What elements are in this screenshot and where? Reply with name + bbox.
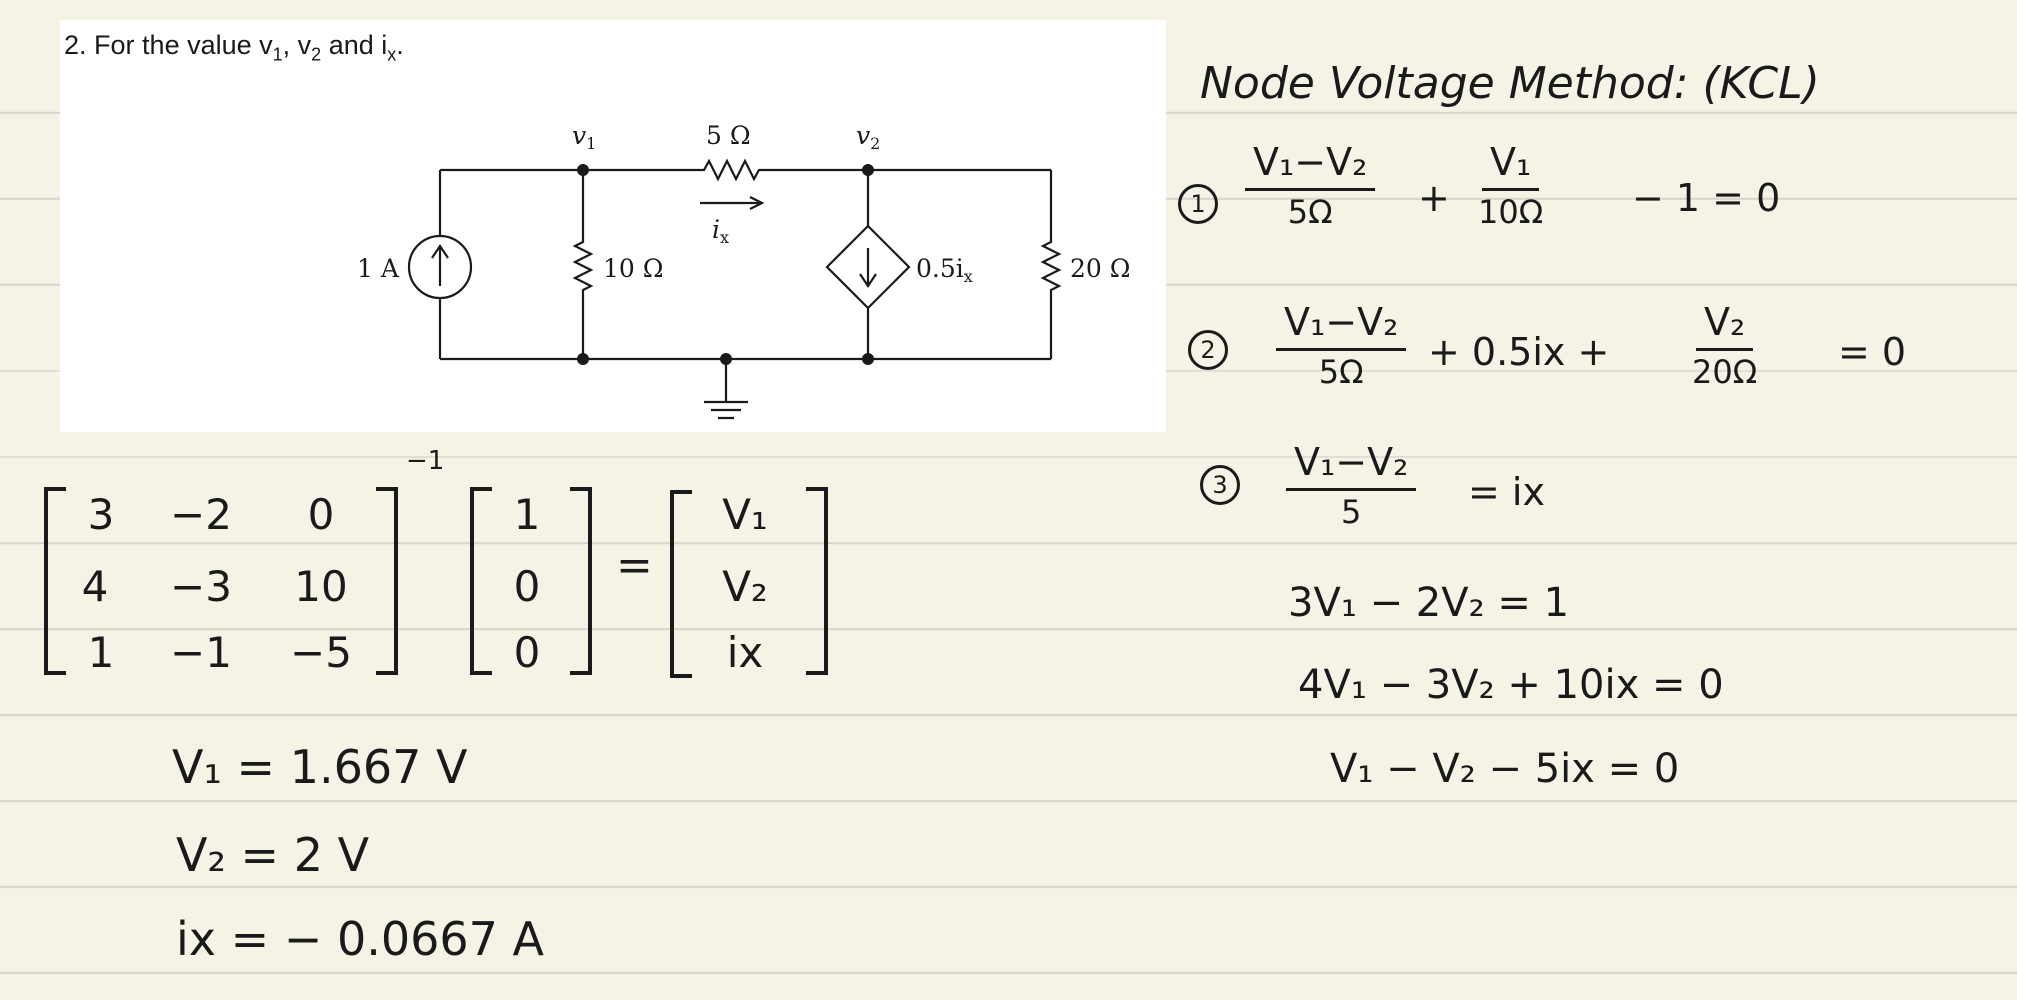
eq3-denominator: 5 xyxy=(1340,493,1362,531)
matrix-a-cell: 10 xyxy=(294,562,348,611)
node-dot xyxy=(862,164,874,176)
eq1-fraction-1: V₁−V₂ 5Ω xyxy=(1245,140,1376,231)
matrix-a-cell: 0 xyxy=(307,490,335,539)
label-20-ohm: 20 Ω xyxy=(1070,254,1131,283)
problem-sub: 2 xyxy=(311,44,322,65)
eq2-denominator-1: 5Ω xyxy=(1318,353,1364,391)
vector-b-left-bracket xyxy=(470,487,492,675)
vector-x-left-bracket xyxy=(670,490,692,678)
label-dep-source: 0.5ix xyxy=(916,254,973,286)
eq1-denominator-2: 10Ω xyxy=(1478,193,1544,231)
arrow-down-icon xyxy=(859,248,877,288)
resistor-10 xyxy=(572,170,594,359)
eq1-marker: 1 xyxy=(1178,184,1218,224)
problem-text-part: , v xyxy=(282,30,312,60)
node-dot xyxy=(577,164,589,176)
eq2-denominator-2: 20Ω xyxy=(1692,353,1758,391)
vector-x-cell: V₁ xyxy=(722,490,768,539)
eq2-numerator-2: V₂ xyxy=(1695,300,1754,351)
vector-x-cell: V₂ xyxy=(722,562,768,611)
matrix-a-left-bracket xyxy=(44,487,66,675)
circuit-diagram: v1 v2 5 Ω ix 1 A 10 Ω 0.5ix 20 Ω xyxy=(357,121,1131,420)
problem-number: 2. xyxy=(64,30,87,60)
eq2-fraction-2: V₂ 20Ω xyxy=(1692,300,1757,391)
eq2-marker: 2 xyxy=(1188,330,1228,370)
eq3-marker: 3 xyxy=(1200,465,1240,505)
label-5-ohm: 5 Ω xyxy=(706,121,751,150)
matrix-a-right-bracket xyxy=(376,487,398,675)
ix-arrow-icon xyxy=(700,196,765,210)
matrix-a-cell: 3 xyxy=(87,490,115,539)
vector-b-right-bracket xyxy=(570,487,592,675)
eq1-fraction-2: V₁ 10Ω xyxy=(1478,140,1543,231)
result-v2: V₂ = 2 V xyxy=(176,828,370,882)
problem-text-part: and i xyxy=(321,30,388,60)
problem-text-part: For the value v xyxy=(94,30,273,60)
node-dot xyxy=(862,353,874,365)
result-ix: ix = − 0.0667 A xyxy=(176,912,544,966)
eq1-denominator-1: 5Ω xyxy=(1287,193,1333,231)
inverse-mark: −1 xyxy=(406,446,445,476)
dependent-source-icon xyxy=(825,224,911,310)
eq1-tail: − 1 = 0 xyxy=(1632,176,1781,220)
resistor-20 xyxy=(1040,170,1062,359)
problem-sub: 1 xyxy=(272,44,283,65)
matrix-a-cell: 4 xyxy=(81,562,109,611)
eq1-plus: + xyxy=(1418,176,1450,220)
eq1-numerator-1: V₁−V₂ xyxy=(1245,140,1376,191)
eq1-numerator-2: V₁ xyxy=(1481,140,1540,191)
problem-text-part: . xyxy=(396,30,404,60)
simplified-eq-2: 4V₁ − 3V₂ + 10ix = 0 xyxy=(1298,662,1724,708)
current-source-icon xyxy=(407,234,473,300)
matrix-equals: = xyxy=(616,540,653,591)
eq3-tail: = ix xyxy=(1468,470,1545,514)
matrix-a-cell: −3 xyxy=(170,562,232,611)
vector-b-cell: 0 xyxy=(513,628,541,677)
problem-sub: x xyxy=(387,44,397,65)
problem-panel: 2. For the value v1, v2 and ix. xyxy=(60,20,1166,432)
simplified-eq-1: 3V₁ − 2V₂ = 1 xyxy=(1288,580,1570,626)
arrow-up-icon xyxy=(431,244,449,286)
matrix-a-cell: 1 xyxy=(87,628,115,677)
label-1a: 1 A xyxy=(357,254,400,283)
eq2-numerator-1: V₁−V₂ xyxy=(1276,300,1407,351)
eq2-mid: + 0.5ix + xyxy=(1428,330,1610,374)
vector-x-cell: ix xyxy=(726,628,764,677)
eq2-tail: = 0 xyxy=(1838,330,1907,374)
eq3-fraction: V₁−V₂ 5 xyxy=(1286,440,1417,531)
node-dot xyxy=(577,353,589,365)
label-10-ohm: 10 Ω xyxy=(603,254,664,283)
label-v1: v1 xyxy=(572,121,596,153)
matrix-a-cell: −5 xyxy=(290,628,352,677)
method-title: Node Voltage Method: (KCL) xyxy=(1200,58,1820,109)
simplified-eq-3: V₁ − V₂ − 5ix = 0 xyxy=(1330,746,1680,792)
vector-b-cell: 1 xyxy=(513,490,541,539)
problem-statement: 2. For the value v1, v2 and ix. xyxy=(64,30,404,65)
label-v2: v2 xyxy=(856,121,880,153)
node-dot xyxy=(720,353,732,365)
vector-b-cell: 0 xyxy=(513,562,541,611)
eq2-fraction-1: V₁−V₂ 5Ω xyxy=(1276,300,1407,391)
matrix-a-cell: −2 xyxy=(170,490,232,539)
ground-icon xyxy=(704,359,748,420)
vector-x-right-bracket xyxy=(806,487,828,675)
eq3-numerator: V₁−V₂ xyxy=(1286,440,1417,491)
result-v1: V₁ = 1.667 V xyxy=(172,740,468,794)
matrix-a-cell: −1 xyxy=(170,628,232,677)
label-ix: ix xyxy=(712,215,729,247)
wire-top xyxy=(440,158,1051,182)
